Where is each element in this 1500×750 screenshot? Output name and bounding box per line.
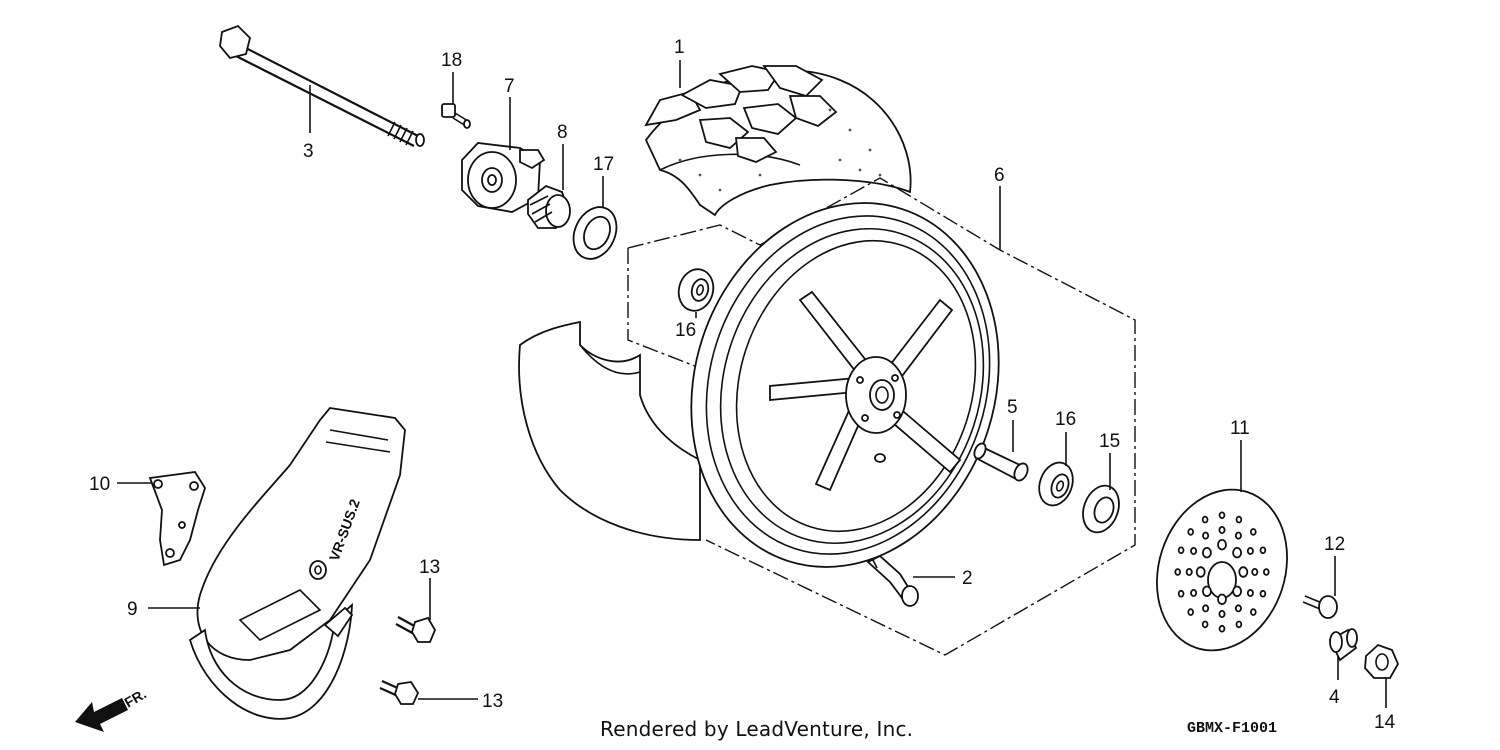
part-label-11: 11: [1230, 418, 1250, 439]
front-tire-lower-section: [518, 320, 701, 541]
disc-hole: [1234, 531, 1242, 540]
disc-hole: [1218, 526, 1226, 535]
front-fork-fender[interactable]: VR-SUS.2: [188, 407, 406, 720]
spacer-collar[interactable]: [1328, 628, 1358, 662]
part-label-2: 2: [962, 568, 973, 589]
caliper-bracket[interactable]: [148, 471, 206, 567]
disc-hole: [1217, 539, 1227, 551]
disc-hole: [1217, 593, 1227, 606]
disc-hole: [1202, 585, 1212, 598]
disc-hole: [1250, 608, 1257, 616]
disc-hole: [1234, 604, 1242, 613]
disc-hole: [1235, 515, 1243, 524]
part-label-12: 12: [1324, 534, 1345, 555]
front-tire[interactable]: [644, 65, 912, 217]
oil-seal[interactable]: [565, 200, 624, 266]
part-label-16a: 16: [675, 320, 696, 341]
disc-hole: [1235, 620, 1243, 629]
part-label-16b: 16: [1055, 409, 1076, 430]
part-label-9: 9: [127, 599, 138, 620]
disc-hole: [1218, 610, 1226, 619]
part-label-10: 10: [89, 474, 110, 495]
disc-hole: [1232, 547, 1242, 559]
part-label-4: 4: [1329, 687, 1340, 708]
disc-hole: [1251, 568, 1259, 577]
disc-hole: [1190, 547, 1198, 556]
disc-hole: [1201, 515, 1209, 524]
disc-hole: [1190, 589, 1198, 598]
leader-lines: [117, 60, 1387, 708]
footer-credit: Rendered by LeadVenture, Inc.: [600, 717, 914, 741]
fork-bolt-lower[interactable]: [379, 679, 420, 705]
part-label-7: 7: [504, 76, 515, 97]
disc-hole: [1195, 566, 1206, 578]
disc-hole: [1232, 585, 1242, 598]
part-label-13b: 13: [482, 691, 503, 712]
speedometer-drive-gear[interactable]: [527, 184, 571, 229]
disc-hole: [1187, 528, 1194, 536]
speedometer-gearbox[interactable]: [461, 142, 546, 213]
disc-hole: [1250, 528, 1257, 536]
disc-hole: [1202, 604, 1210, 613]
part-label-18: 18: [441, 50, 462, 71]
disc-hole: [1238, 566, 1249, 578]
part-label-3: 3: [303, 141, 314, 162]
disc-hole: [1201, 620, 1209, 629]
disc-hole: [1218, 624, 1226, 633]
disc-screw[interactable]: [1302, 595, 1338, 619]
brake-disc[interactable]: [1137, 473, 1308, 668]
front-direction-arrow: FR.: [75, 685, 149, 732]
disc-hole: [1263, 568, 1270, 576]
disc-hole: [1202, 547, 1212, 559]
front-wheel-rim[interactable]: [645, 163, 1045, 608]
part-number-labels: 1 18 7 3 8 17 6 16 5 16 15 11 10 12 13 2…: [89, 37, 1396, 733]
axle-bolt[interactable]: [219, 24, 425, 147]
part-label-17: 17: [593, 154, 614, 175]
part-label-1: 1: [674, 37, 685, 58]
tire-valve[interactable]: [866, 554, 919, 607]
dust-seal[interactable]: [1077, 481, 1125, 538]
disc-hole: [1177, 546, 1185, 555]
disc-hole: [1246, 547, 1254, 556]
part-label-8: 8: [557, 122, 568, 143]
disc-hole: [1259, 589, 1267, 598]
speedometer-screw[interactable]: [441, 103, 471, 129]
distance-collar[interactable]: [972, 442, 1030, 483]
wheel-bearing-left[interactable]: [674, 265, 718, 314]
axle-nut[interactable]: [1364, 643, 1400, 679]
disc-hole: [1187, 608, 1194, 616]
disc-hole: [1177, 589, 1185, 598]
part-label-15: 15: [1099, 431, 1120, 452]
fork-bolt-upper[interactable]: [395, 616, 437, 643]
disc-hole: [1202, 531, 1210, 540]
disc-hole: [1218, 511, 1226, 520]
disc-hole: [1259, 546, 1267, 555]
part-label-5: 5: [1007, 397, 1018, 418]
disc-hole: [1185, 568, 1193, 577]
diagram-code: GBMX-F1001: [1187, 720, 1278, 737]
part-label-6: 6: [994, 165, 1005, 186]
wheel-bearing-right[interactable]: [1033, 458, 1078, 510]
part-label-14: 14: [1374, 712, 1396, 733]
part-label-13a: 13: [419, 557, 440, 578]
disc-hole: [1174, 568, 1181, 576]
disc-hole: [1246, 589, 1254, 598]
